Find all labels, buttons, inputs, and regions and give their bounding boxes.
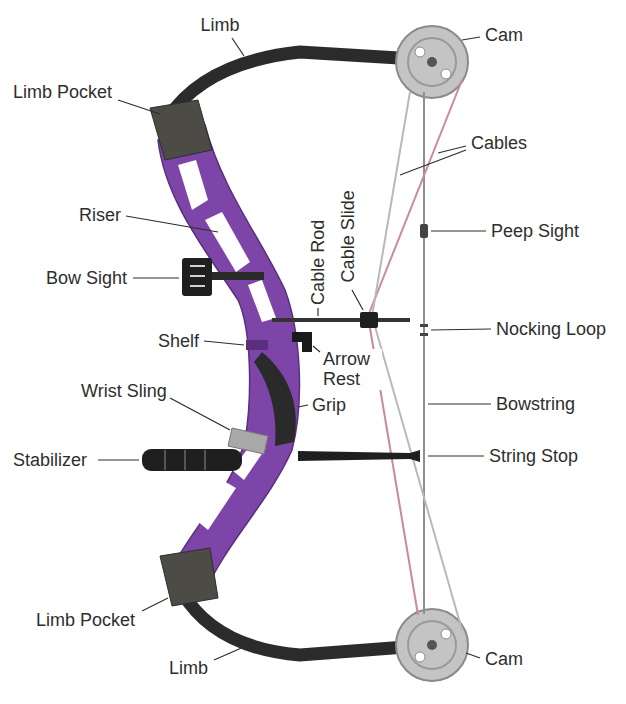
leader-line <box>431 230 486 231</box>
leader-line <box>214 646 246 660</box>
part-label: Arrow Rest <box>322 349 382 390</box>
leader-line <box>118 100 160 114</box>
part-label: Bowstring <box>495 394 576 415</box>
lower-limb <box>182 592 432 655</box>
part-label: Grip <box>311 395 347 416</box>
upper-cam <box>396 26 468 98</box>
leader-line <box>431 329 491 330</box>
part-label: Riser <box>78 205 122 226</box>
leader-line <box>466 653 480 658</box>
cable-slide <box>360 312 378 328</box>
leader-line <box>98 459 139 460</box>
nocking-loop <box>420 333 428 336</box>
part-label: Cable Rod <box>308 218 329 305</box>
bowstring <box>423 92 425 614</box>
part-label: Bow Sight <box>45 268 128 289</box>
leader-line <box>317 308 318 316</box>
leader-line <box>170 398 230 430</box>
part-label: Shelf <box>157 331 200 352</box>
part-label: Peep Sight <box>490 221 580 242</box>
cable <box>368 80 462 615</box>
leader-line <box>428 403 491 404</box>
leader-line <box>298 405 308 407</box>
part-label: Nocking Loop <box>495 319 607 340</box>
leader-line <box>352 290 363 310</box>
part-label: Cam <box>484 25 524 46</box>
stabilizer <box>142 449 242 471</box>
leader-line <box>313 346 320 352</box>
lower-cam <box>396 609 468 681</box>
part-label: Cables <box>470 133 528 154</box>
leader-lines <box>98 37 491 660</box>
leader-line <box>133 277 179 278</box>
part-label: Limb <box>200 15 241 36</box>
cable-rod <box>272 318 410 322</box>
string-stop <box>298 450 420 462</box>
cable <box>372 92 462 630</box>
shelf <box>246 340 268 350</box>
nocking-loop <box>420 324 428 327</box>
riser <box>158 125 299 592</box>
upper-limb-pocket <box>150 100 212 160</box>
part-label: Limb <box>168 658 209 679</box>
leader-line <box>428 455 484 456</box>
peep-sight <box>420 224 428 238</box>
part-label: Wrist Sling <box>80 381 168 402</box>
leader-line <box>462 37 480 40</box>
part-label: Cable Slide <box>338 189 359 283</box>
leader-line <box>142 598 168 611</box>
part-label: Cam <box>484 649 524 670</box>
lower-limb-pocket <box>160 548 218 606</box>
bow-sight <box>182 258 264 296</box>
part-label: String Stop <box>488 446 579 467</box>
part-label: Limb Pocket <box>12 82 113 103</box>
leader-line <box>400 150 466 175</box>
upper-limb <box>168 52 432 118</box>
part-label: Limb Pocket <box>35 610 136 631</box>
part-label: Stabilizer <box>12 450 88 471</box>
leader-line <box>204 341 244 345</box>
arrow-rest <box>292 332 312 352</box>
leader-line <box>232 38 244 56</box>
grip <box>254 352 296 446</box>
leader-line <box>126 216 218 232</box>
